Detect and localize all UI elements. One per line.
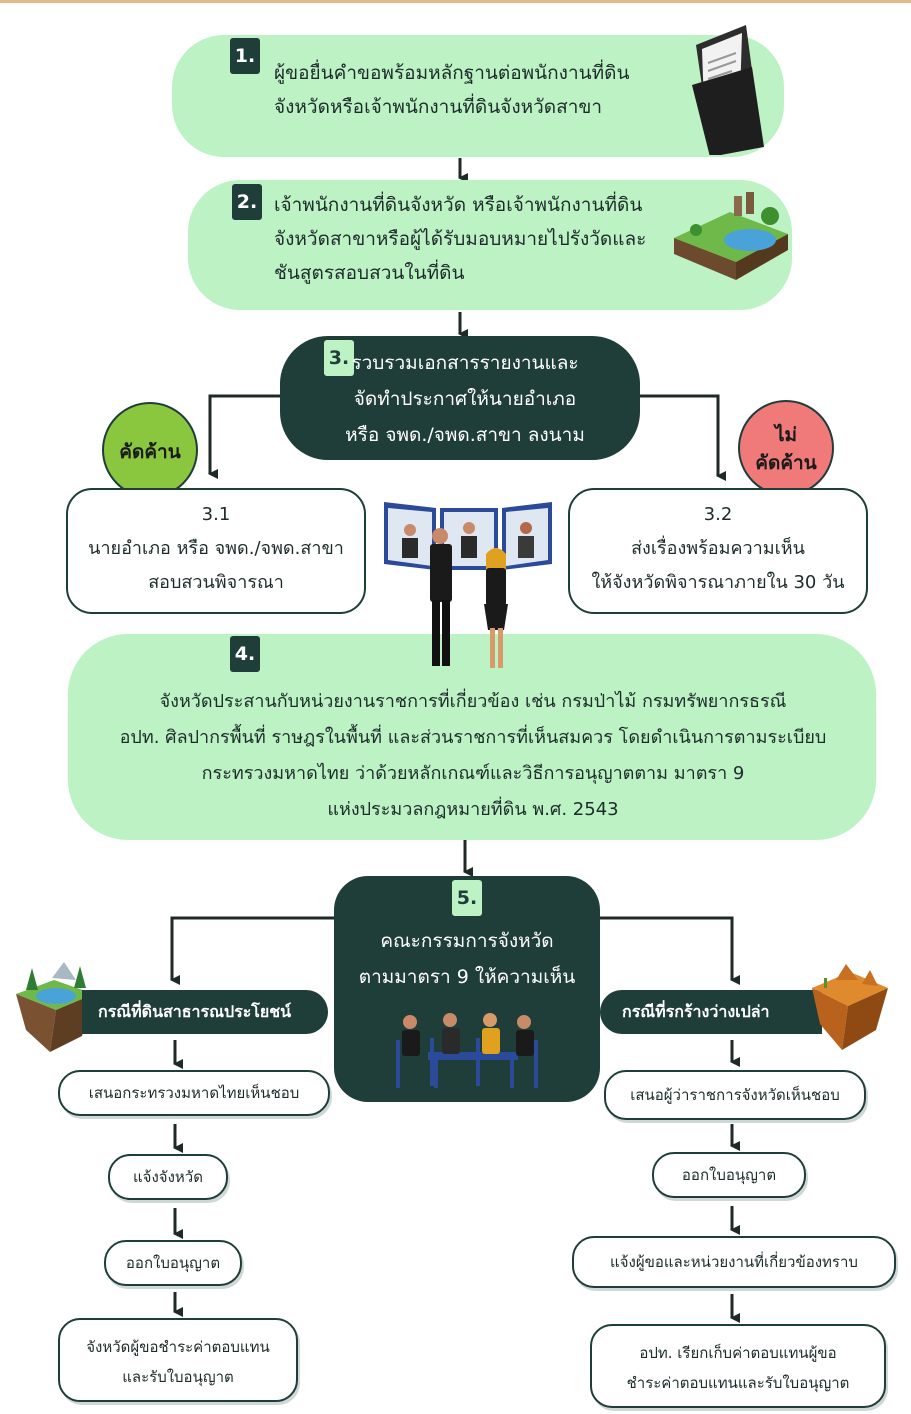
left-step-1-label: เสนอกระทรวงมหาดไทยเห็นชอบ	[88, 1084, 300, 1102]
left-final-line2: และรับใบอนุญาต	[122, 1368, 234, 1386]
no-objection-badge-line2: คัดค้าน	[755, 452, 817, 474]
public-land-case-label: กรณีที่ดินสาธารณประโยชน์	[98, 1002, 292, 1021]
step4-text-line2: อปท. ศิลปากรพื้นที่ ราษฎรในพื้นที่ และส่…	[119, 727, 827, 748]
step3-2-line2: ให้จังหวัดพิจารณาภายใน 30 วัน	[591, 572, 845, 593]
step3-1-number: 3.1	[201, 504, 231, 525]
step4-text-line1: จังหวัดประสานกับหน่วยงานราชการที่เกี่ยวข…	[159, 691, 787, 712]
step4-text-line4: แห่งประมวลกฎหมายที่ดิน พ.ศ. 2543	[327, 799, 619, 820]
meeting-screen-illustration	[384, 502, 552, 668]
left-step-3-label: ออกใบอนุญาต	[125, 1254, 221, 1272]
step2-number: 2.	[232, 184, 262, 220]
no-objection-badge: ไม่ คัดค้าน	[738, 400, 834, 496]
step1-number: 1.	[230, 38, 260, 74]
step4-number: 4.	[230, 636, 260, 672]
step3-1-box: 3.1 นายอำเภอ หรือ จพด./จพด.สาขา สอบสวนพิ…	[66, 488, 366, 614]
no-objection-badge-line1: ไม่	[774, 424, 798, 446]
committee-meeting-illustration	[396, 1013, 538, 1088]
step3-1-line1: นายอำเภอ หรือ จพด./จพด.สาขา	[88, 538, 344, 559]
objection-badge-label: คัดค้าน	[119, 441, 181, 463]
step3-number: 3.	[324, 340, 354, 376]
step1-text-line1: ผู้ขอยื่นคำขอพร้อมหลักฐานต่อพนักงานที่ดิ…	[274, 62, 630, 84]
left-step-issue-permit: ออกใบอนุญาต	[104, 1240, 242, 1286]
step5-text-line1: คณะกรรมการจังหวัด	[380, 930, 554, 952]
vacant-land-case-tag: กรณีที่รกร้างว่างเปล่า	[600, 990, 822, 1034]
step3-text-line2: จัดทำประกาศให้นายอำเภอ	[353, 388, 577, 410]
left-step-notify-province: แจ้งจังหวัด	[108, 1154, 228, 1200]
right-step-propose-governor: เสนอผู้ว่าราชการจังหวัดเห็นชอบ	[604, 1070, 866, 1120]
step5-number: 5.	[452, 880, 482, 916]
right-step-notify-parties: แจ้งผู้ขอและหน่วยงานที่เกี่ยวข้องทราบ	[572, 1236, 896, 1288]
step3-text-line3: หรือ จพด./จพด.สาขา ลงนาม	[345, 424, 585, 446]
land-terrain-icon	[674, 192, 788, 280]
public-land-case-tag: กรณีที่ดินสาธารณประโยชน์	[82, 990, 328, 1034]
vacant-land-case-label: กรณีที่รกร้างว่างเปล่า	[622, 1002, 770, 1021]
right-step-3-label: แจ้งผู้ขอและหน่วยงานที่เกี่ยวข้องทราบ	[610, 1253, 858, 1271]
objection-badge: คัดค้าน	[102, 402, 198, 498]
step4-text-line3: กระทรวงมหาดไทย ว่าด้วยหลักเกณฑ์และวิธีกา…	[201, 763, 745, 784]
step2-text-line3: ชันสูตรสอบสวนในที่ดิน	[274, 262, 465, 284]
right-final-line1: อปท. เรียกเก็บค่าตอบแทนผู้ขอ	[639, 1344, 837, 1362]
step3-2-number: 3.2	[703, 504, 733, 525]
left-step-final: จังหวัดผู้ขอชำระค่าตอบแทน และรับใบอนุญาต	[58, 1318, 298, 1402]
right-step-final: อปท. เรียกเก็บค่าตอบแทนผู้ขอ ชำระค่าตอบแ…	[590, 1324, 886, 1408]
right-step-2-label: ออกใบอนุญาต	[681, 1166, 777, 1184]
step2-text-line2: จังหวัดสาขาหรือผู้ได้รับมอบหมายไปรังวัดแ…	[274, 228, 647, 250]
step3-2-box: 3.2 ส่งเรื่องพร้อมความเห็น ให้จังหวัดพิจ…	[568, 488, 868, 614]
left-step-propose-ministry: เสนอกระทรวงมหาดไทยเห็นชอบ	[58, 1070, 330, 1116]
step1-box	[172, 35, 784, 157]
step3-text-line1: รวบรวมเอกสารรายงานและ	[351, 352, 579, 374]
left-step-2-label: แจ้งจังหวัด	[133, 1168, 203, 1186]
step4-box	[68, 634, 876, 840]
top-border	[0, 0, 911, 3]
step3-2-line1: ส่งเรื่องพร้อมความเห็น	[631, 538, 805, 559]
step3-1-line2: สอบสวนพิจารณา	[148, 572, 284, 593]
step2-text-line1: เจ้าพนักงานที่ดินจังหวัด หรือเจ้าพนักงาน…	[274, 194, 643, 216]
right-step-issue-permit: ออกใบอนุญาต	[652, 1152, 806, 1198]
left-final-line1: จังหวัดผู้ขอชำระค่าตอบแทน	[86, 1338, 270, 1356]
step1-text-line2: จังหวัดหรือเจ้าพนักงานที่ดินจังหวัดสาขา	[274, 96, 603, 118]
step5-text-line2: ตามมาตรา 9 ให้ความเห็น	[358, 966, 576, 988]
rocky-land-icon	[812, 964, 888, 1050]
right-final-line2: ชำระค่าตอบแทนและรับใบอนุญาต	[626, 1374, 850, 1392]
right-step-1-label: เสนอผู้ว่าราชการจังหวัดเห็นชอบ	[630, 1086, 840, 1104]
document-folder-icon	[692, 25, 764, 155]
